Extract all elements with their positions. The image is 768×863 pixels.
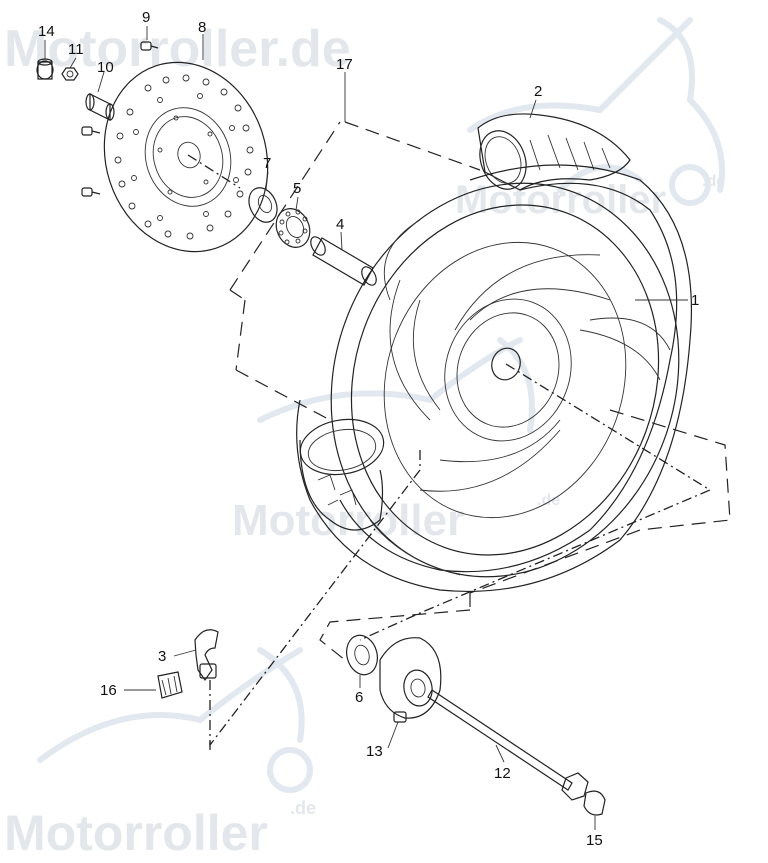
scooter-watermark-middle	[257, 337, 535, 433]
callout-labels: 14 11 10 9 8 7 5 4 17 2 1 3 16 6 13 12 1…	[38, 9, 699, 849]
watermark-suffix-right: .de	[702, 173, 725, 190]
tire-valve-3	[194, 629, 219, 682]
callout-14: 14	[38, 23, 55, 40]
callout-12: 12	[494, 765, 511, 782]
brake-disc	[103, 61, 269, 253]
cap-14	[36, 58, 54, 80]
callout-17: 17	[336, 56, 353, 73]
callout-1: 1	[691, 292, 699, 309]
brake-disc-holes	[114, 74, 254, 240]
leader-lines	[44, 26, 688, 830]
tire-section-lower	[299, 418, 385, 531]
axis-line-upper	[187, 154, 241, 189]
disc-bolt-9	[140, 41, 159, 51]
tire-section-2	[477, 113, 631, 191]
axis-line-lower	[359, 363, 712, 641]
watermark-text-bottom: Motorroller	[4, 805, 268, 861]
callout-13: 13	[366, 743, 383, 760]
assembly-outline-17-left	[229, 121, 481, 421]
watermark-text-top: Motorroller.de	[4, 20, 351, 78]
nut-11	[61, 67, 79, 81]
assembly-outline-17-right	[319, 409, 731, 661]
spacer-4	[310, 236, 377, 286]
callout-5: 5	[293, 180, 301, 197]
watermark-text-right: Motorroller	[455, 178, 666, 222]
bearing-5	[275, 208, 311, 248]
callout-16: 16	[100, 682, 117, 699]
valve-axis-line	[209, 450, 421, 747]
scooter-watermark-top-right	[467, 17, 725, 206]
callout-6: 6	[355, 689, 363, 706]
watermark-layer: Motorroller.de Motorroller .de Motorroll…	[4, 17, 725, 861]
callout-8: 8	[198, 19, 206, 36]
spacer-10	[85, 93, 115, 121]
callout-4: 4	[336, 216, 344, 233]
callout-3: 3	[158, 648, 166, 665]
callout-10: 10	[97, 59, 114, 76]
wheel-assembly-1	[296, 164, 693, 593]
speedometer-drive-13	[379, 637, 442, 723]
axle-cap-15	[583, 790, 606, 816]
disc-screw-upper	[81, 126, 101, 136]
callout-9: 9	[142, 9, 150, 26]
callout-11: 11	[68, 41, 84, 58]
scooter-watermark-bottom-left	[37, 647, 313, 793]
callout-15: 15	[586, 832, 603, 849]
watermark-suffix-bottom: .de	[290, 798, 316, 818]
valve-cap-16	[157, 671, 183, 699]
watermark-text-middle: Motorroller	[232, 496, 464, 545]
oil-seal-7	[248, 187, 278, 223]
bearing-6	[346, 634, 378, 676]
axle-12	[427, 689, 589, 801]
callout-2: 2	[534, 83, 542, 100]
callout-7: 7	[263, 155, 271, 172]
disc-screw-lower	[81, 187, 101, 197]
